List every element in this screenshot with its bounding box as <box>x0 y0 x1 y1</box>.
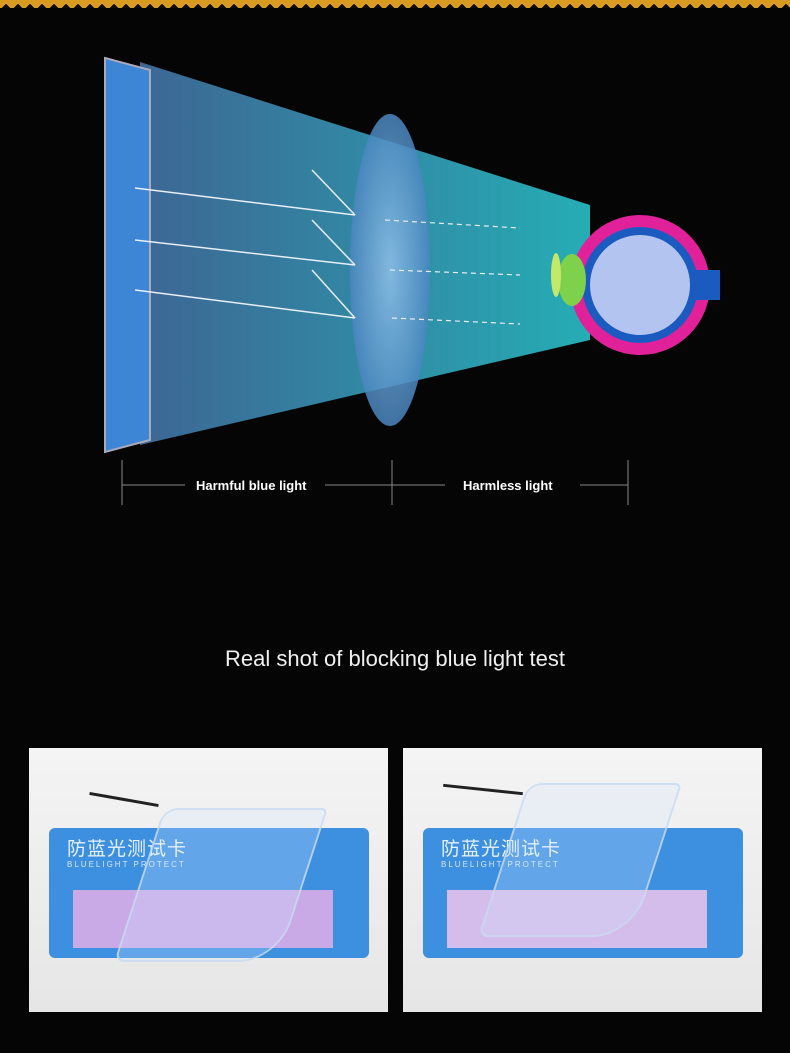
harmless-rays <box>384 219 521 325</box>
glasses-frame <box>89 791 159 808</box>
harmful-blue-light-label: Harmful blue light <box>196 478 307 493</box>
dimension-lines <box>121 460 629 505</box>
uv-strip <box>73 890 333 948</box>
card-subtitle: BLUELIGHT PROTECT <box>67 860 186 869</box>
test-photo-left: 防蓝光测试卡 BLUELIGHT PROTECT <box>29 748 388 1012</box>
harmless-light-label: Harmless light <box>463 478 553 493</box>
blue-light-diagram <box>104 56 720 505</box>
screen-panel <box>104 56 151 454</box>
eye-icon <box>551 215 720 355</box>
glasses-frame <box>443 783 523 796</box>
card-subtitle: BLUELIGHT PROTECT <box>441 860 560 869</box>
section-title: Real shot of blocking blue light test <box>225 646 565 671</box>
harmful-rays <box>134 169 356 319</box>
card-title: 防蓝光测试卡 <box>67 839 188 860</box>
test-card: 防蓝光测试卡 BLUELIGHT PROTECT <box>423 828 743 958</box>
test-photo-right: 防蓝光测试卡 BLUELIGHT PROTECT <box>403 748 762 1012</box>
card-title: 防蓝光测试卡 <box>441 839 562 860</box>
gold-border-top <box>0 0 790 8</box>
uv-strip <box>447 890 707 948</box>
test-card: 防蓝光测试卡 BLUELIGHT PROTECT <box>49 828 369 958</box>
